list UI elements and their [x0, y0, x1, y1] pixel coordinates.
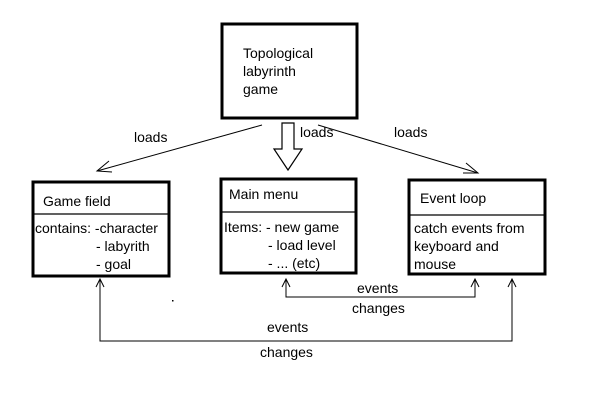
node-event-loop-item-2: keyboard and: [414, 238, 499, 254]
edge-loads-loop-arrowhead: [463, 162, 480, 174]
edge-loads-loop-line: [317, 124, 479, 174]
edge-loads-field-arrowhead: [95, 160, 113, 173]
edge-menu-loop-arrowhead-right: [470, 277, 480, 288]
edge-loads-menu-label: loads: [300, 124, 333, 140]
node-game-line-3: game: [243, 81, 278, 97]
node-event-loop-title: Event loop: [420, 190, 486, 206]
edge-menu-loop: events changes: [281, 277, 480, 316]
node-game-field-item-1: contains: -character: [35, 220, 158, 236]
node-game-field-title: Game field: [43, 193, 111, 209]
edge-menu-loop-changes-label: changes: [352, 300, 405, 316]
edge-menu-loop-line: [285, 280, 476, 298]
node-game-line-1: Topological: [243, 45, 313, 61]
node-main-menu-item-2: - load level: [268, 237, 336, 253]
node-main-menu-title: Main menu: [229, 186, 298, 202]
node-event-loop-box: [407, 178, 547, 276]
edge-loads-menu-block-arrow: [272, 122, 304, 172]
node-event-loop-item-1: catch events from: [414, 220, 525, 236]
edge-loads-field-line: [96, 124, 263, 172]
edge-field-loop: events changes: [95, 277, 517, 360]
node-game-field-box: [31, 180, 171, 278]
edge-loads-field: loads: [95, 124, 263, 173]
edge-loads-field-label: loads: [134, 129, 167, 145]
edge-menu-loop-arrowhead-left: [281, 277, 291, 288]
node-main-menu-box: [219, 177, 358, 275]
edge-field-loop-arrowhead-left: [95, 277, 105, 288]
edge-field-loop-line: [99, 280, 513, 342]
node-main-menu-item-1: Items: - new game: [224, 219, 339, 235]
node-game-line-2: labyrinth: [243, 63, 296, 79]
edge-loads-menu: loads: [272, 122, 333, 172]
edge-loads-loop: loads: [317, 124, 480, 174]
stray-dot: [172, 300, 174, 302]
node-game-box: [220, 22, 359, 120]
node-main-menu: Main menu Items: - new game - load level…: [219, 177, 358, 275]
node-game-field: Game field contains: -character - labyri…: [31, 180, 171, 278]
edge-menu-loop-events-label: events: [357, 280, 398, 296]
node-main-menu-item-3: - ... (etc): [268, 255, 320, 271]
edge-field-loop-events-label: events: [267, 319, 308, 335]
edge-field-loop-arrowhead-right: [507, 277, 517, 288]
node-game: Topological labyrinth game: [220, 22, 359, 120]
node-event-loop-item-3: mouse: [414, 256, 456, 272]
node-event-loop: Event loop catch events from keyboard an…: [407, 178, 547, 276]
node-game-field-item-3: - goal: [96, 256, 131, 272]
node-game-field-item-2: - labyrith: [96, 238, 150, 254]
edge-loads-loop-label: loads: [394, 124, 427, 140]
edge-field-loop-changes-label: changes: [260, 344, 313, 360]
